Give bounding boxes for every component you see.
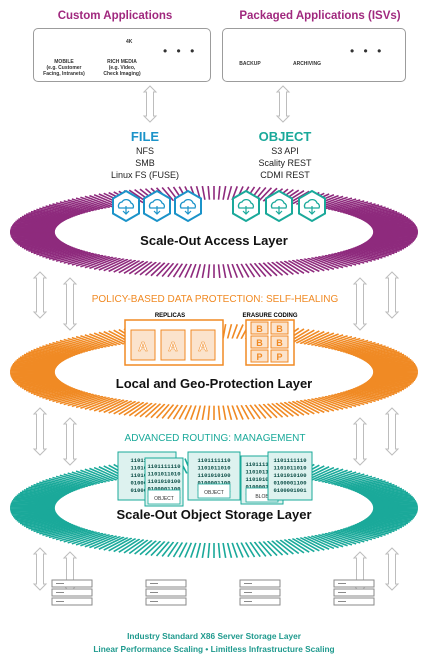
binary-line: 1101010100 — [197, 472, 230, 479]
object-download-icon-3 — [308, 206, 316, 215]
erasure-block — [250, 321, 269, 335]
binary-line: 0100001100 — [197, 480, 230, 487]
packaged-apps-arrow — [275, 85, 291, 123]
file-download-icon-3 — [184, 206, 192, 215]
binary-line: 1101010100 — [147, 478, 180, 485]
binary-line: 1101011010 — [273, 465, 306, 472]
server-rack-2 — [145, 579, 187, 606]
file-cloud-icon-3 — [179, 198, 197, 209]
erasure-letter: B — [256, 324, 263, 334]
left-outer-arrow-1 — [32, 271, 48, 319]
binary-line: 1101011010 — [245, 469, 278, 476]
object-panel-1-label-box — [147, 489, 181, 505]
binary-line: 1101011010 — [147, 471, 180, 478]
badge-4k: 4K — [126, 39, 133, 45]
file-protocol-smb: SMB — [135, 158, 155, 168]
erasure-block — [270, 335, 289, 349]
object-protocol-s3: S3 API — [271, 146, 299, 156]
binary-line: 1101111110 — [197, 457, 230, 464]
binary-line: 1101111110 — [273, 457, 306, 464]
object-cloud-icon-2 — [270, 198, 288, 209]
replica-card — [190, 329, 216, 361]
erasure-letter: B — [256, 338, 263, 348]
binary-line: 0100001100 — [147, 486, 180, 493]
more-custom-apps: • • • — [163, 44, 198, 58]
right-outer-arrow-2 — [384, 407, 400, 456]
object-download-icon-2 — [275, 206, 283, 215]
replica-letter: A — [138, 339, 148, 354]
right-outer-arrow-1 — [384, 271, 400, 319]
binary-line: 1101010100 — [273, 472, 306, 479]
file-protocol-nfs: NFS — [136, 146, 154, 156]
mobile-caption: MOBILE (e.g. Customer Facing, Intranets) — [43, 59, 85, 77]
file-download-icon-2 — [153, 206, 161, 215]
replica-letter: A — [168, 339, 178, 354]
erasure-block — [270, 321, 289, 335]
binary-line: 1101111110 — [147, 463, 180, 470]
right-inner-arrow-1 — [352, 277, 368, 331]
protection-section-title: POLICY-BASED DATA PROTECTION: SELF-HEALI… — [91, 294, 339, 305]
erasure-coding-label: ERASURE CODING — [242, 313, 298, 319]
protection-layer-label: Local and Geo-Protection Layer — [115, 376, 313, 391]
right-inner-arrow-2 — [352, 417, 368, 466]
replicas-label: REPLICAS — [154, 313, 186, 319]
left-outer-arrow-2 — [32, 407, 48, 456]
erasure-block — [250, 349, 269, 363]
binary-line: 1101010100 — [245, 476, 278, 483]
access-layer-ring — [10, 185, 418, 279]
file-cloud-icon-1 — [117, 198, 135, 209]
file-protocol-fuse: Linux FS (FUSE) — [110, 170, 179, 180]
binary-line: 0100001100 — [273, 480, 306, 487]
object-panel-2-label: OBJECT — [204, 490, 224, 496]
file-cloud-icon-2 — [148, 198, 166, 209]
binary-panel-2 — [267, 451, 313, 501]
custom-applications-header: Custom Applications — [57, 10, 173, 22]
object-panel-1-label: OBJECT — [154, 496, 174, 502]
archiving-caption: ARCHIVING — [292, 61, 322, 67]
left-inner-arrow-1 — [62, 277, 78, 331]
replica-card — [160, 329, 186, 361]
blob-panel-label: BLOB — [255, 494, 269, 500]
binary-line: 1101111110 — [245, 461, 278, 468]
packaged-applications-header: Packaged Applications (ISVs) — [239, 10, 401, 22]
more-packaged-apps: • • • — [350, 44, 385, 58]
packaged-applications-box — [222, 28, 406, 82]
object-protocol-scality: Scality REST — [258, 158, 312, 168]
object-protocol-title: OBJECT — [258, 129, 312, 144]
erasure-letter: P — [256, 352, 262, 362]
left-inner-arrow-2 — [62, 417, 78, 466]
erasure-block — [270, 349, 289, 363]
binary-line: 0100001100 — [245, 484, 278, 491]
erasure-block — [250, 335, 269, 349]
object-protocol-cdmi: CDMI REST — [260, 170, 310, 180]
file-download-icon-1 — [122, 206, 130, 215]
object-cloud-icon-1 — [237, 198, 255, 209]
file-protocol-title: FILE — [130, 129, 160, 144]
replica-letter: A — [198, 339, 208, 354]
footer-server-layer: Industry Standard X86 Server Storage Lay… — [127, 631, 301, 641]
routing-section-title: ADVANCED ROUTING: MANAGEMENT — [124, 433, 306, 444]
custom-applications-box — [33, 28, 211, 82]
footer-scaling: Linear Performance Scaling • Limitless I… — [93, 644, 335, 654]
object-download-icon-1 — [242, 206, 250, 215]
erasure-letter: B — [276, 324, 283, 334]
right-outer-arrow-3 — [384, 547, 400, 591]
erasure-letter: P — [276, 352, 282, 362]
server-rack-1 — [51, 579, 93, 606]
server-rack-4 — [333, 579, 375, 606]
access-layer-label: Scale-Out Access Layer — [140, 233, 288, 248]
left-outer-arrow-3 — [32, 547, 48, 591]
custom-apps-arrow — [142, 85, 158, 123]
server-rack-3 — [239, 579, 281, 606]
binary-line: 0100001001 — [273, 487, 307, 494]
replica-card — [130, 329, 156, 361]
object-cloud-icon-3 — [303, 198, 321, 209]
binary-line: 1101011010 — [197, 465, 230, 472]
rich-media-caption: RICH MEDIA (e.g. Video, Check Imaging) — [103, 59, 141, 77]
object-panel-2-label-box — [197, 483, 231, 499]
erasure-letter: B — [276, 338, 283, 348]
backup-caption: BACKUP — [239, 61, 261, 67]
storage-layer-label: Scale-Out Object Storage Layer — [116, 507, 312, 522]
